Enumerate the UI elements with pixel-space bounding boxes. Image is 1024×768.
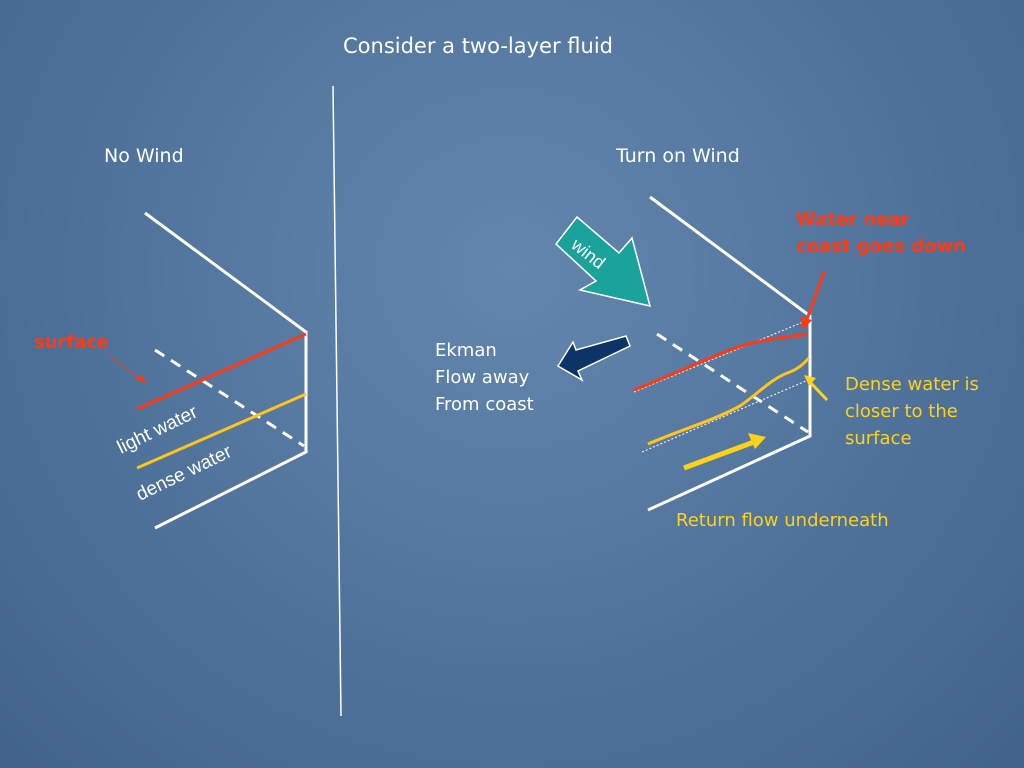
- return-flow-arrow: [683, 439, 755, 471]
- right-panel-heading: Turn on Wind: [616, 145, 740, 167]
- surface-label: surface: [34, 332, 110, 353]
- wind-arrow: [554, 215, 652, 308]
- return-flow-arrow-head: [748, 433, 766, 449]
- left-panel-heading: No Wind: [104, 145, 184, 167]
- panel-divider: [332, 85, 342, 717]
- left-coast-outline: [144, 211, 308, 530]
- light-water-label: light water: [114, 401, 202, 458]
- right-original-interface: [641, 379, 809, 453]
- ekman-line-3: From coast: [435, 394, 534, 415]
- left-interface-line: [136, 392, 307, 470]
- surface-pointer-head: [136, 374, 147, 383]
- right-original-surface: [633, 319, 809, 393]
- ekman-arrow: [556, 335, 631, 382]
- dense-closer-arrow: [807, 379, 829, 402]
- left-dashed-line: [154, 348, 305, 448]
- left-surface-line: [136, 332, 307, 411]
- right-interface-line: [647, 356, 811, 446]
- right-surface-line: [633, 332, 809, 392]
- right-coast-outline: [647, 195, 812, 512]
- ekman-line-1: Ekman: [435, 340, 497, 361]
- dense-closer-line-1: Dense water is: [845, 374, 979, 395]
- return-flow-label: Return flow underneath: [676, 510, 889, 531]
- water-down-line-1: Water near: [796, 209, 910, 230]
- water-down-line-2: coast goes down: [796, 236, 966, 257]
- dense-closer-line-2: closer to the: [845, 401, 958, 422]
- slide-title: Consider a two-layer fluid: [343, 34, 613, 58]
- water-down-arrow-head: [800, 317, 812, 330]
- dense-closer-line-3: surface: [845, 428, 912, 449]
- surface-pointer: [108, 355, 142, 380]
- water-down-arrow: [804, 271, 826, 323]
- ekman-line-2: Flow away: [435, 367, 530, 388]
- dense-closer-arrow-head: [804, 375, 816, 386]
